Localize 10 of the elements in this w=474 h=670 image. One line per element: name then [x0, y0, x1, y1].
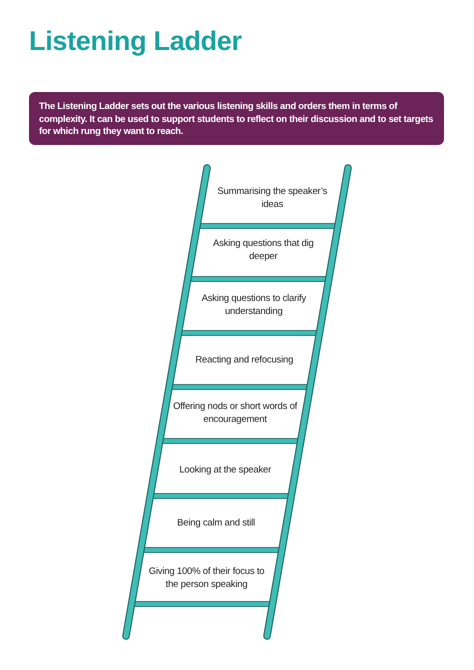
- rung-label: Reacting and refocusing: [194, 354, 294, 366]
- rung-label: Asking questions that dig deeper: [212, 237, 315, 263]
- rung-label: Giving 100% of their focus to the person speaking: [148, 565, 266, 591]
- rung-label: Looking at the speaker: [178, 464, 272, 476]
- rung-label: Offering nods or short words of encouragement: [172, 400, 298, 426]
- title: Listening Ladder: [29, 26, 242, 57]
- description-banner: The Listening Ladder sets out the various listening skills and orders them in terms of complexity. It can be used to support students to reflect on their discussion and to set targets for which rung they want to reach.: [29, 92, 444, 144]
- rung-label: Summarising the speaker’s ideas: [216, 185, 328, 211]
- rung-label: Being calm and still: [176, 516, 256, 530]
- rung-label: Asking questions to clarify understanding: [200, 292, 308, 318]
